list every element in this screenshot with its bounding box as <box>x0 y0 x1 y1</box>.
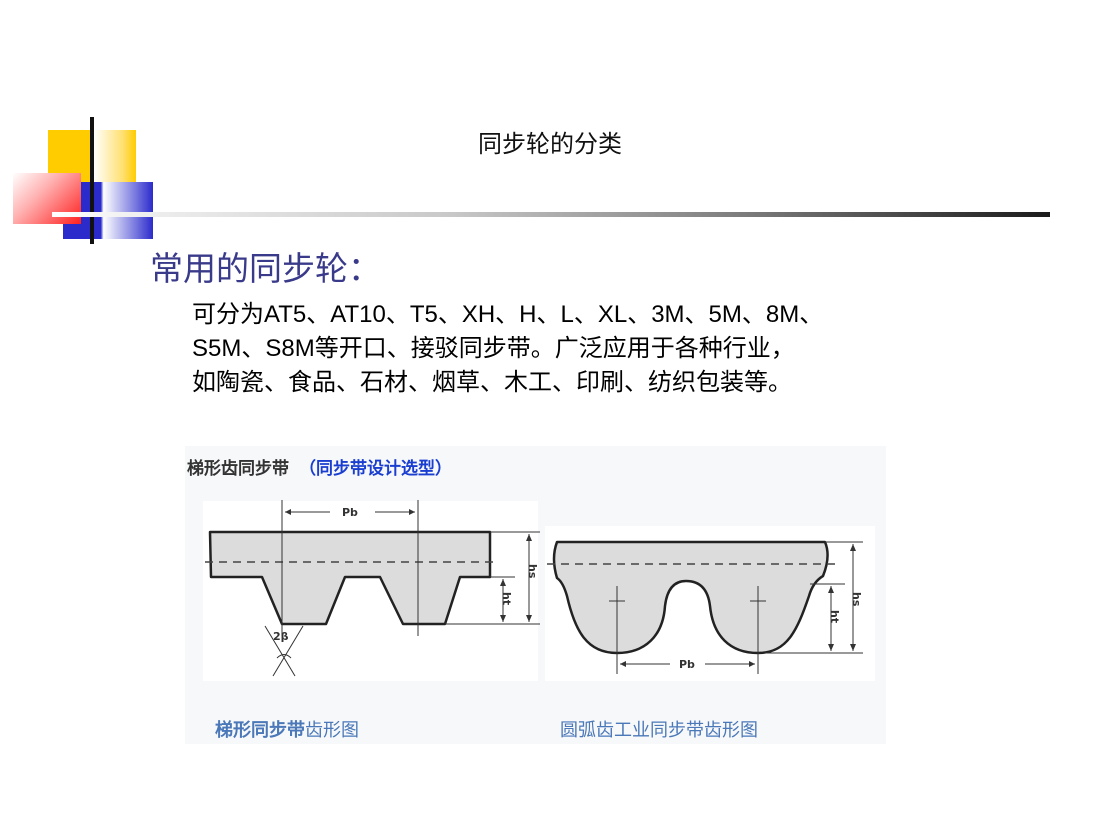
pitch-label: Pb <box>342 506 358 519</box>
belt-tooth-diagrams: Pb hs ht 2β <box>203 500 875 681</box>
angle-label: 2β <box>273 630 289 643</box>
figure-heading-text: 梯形齿同步带 <box>187 459 289 479</box>
belt-tooth-figure: Pb hs ht 2β <box>185 446 886 744</box>
body-line: S5M、S8M等开口、接驳同步带。广泛应用于各种行业， <box>192 335 795 362</box>
ht-label: ht <box>500 592 513 605</box>
slide-title: 同步轮的分类 <box>478 130 622 158</box>
slide-subtitle: 常用的同步轮： <box>150 249 381 288</box>
caption-left-rest: 齿形图 <box>305 720 359 741</box>
title-divider-line <box>52 212 1050 217</box>
figure-heading: 梯形齿同步带 （同步带设计选型） <box>187 454 452 479</box>
decor-vertical-line <box>90 117 94 244</box>
pitch-label: Pb <box>679 658 695 671</box>
body-line: 如陶瓷、食品、石材、烟草、木工、印刷、纺织包装等。 <box>192 369 792 396</box>
ht-label: ht <box>828 610 841 623</box>
arc-tooth-belt-diagram: Pb hs ht <box>547 540 863 674</box>
hs-label: hs <box>850 592 863 607</box>
caption-arc-tooth: 圆弧齿工业同步带齿形图 <box>560 720 758 741</box>
body-line: 可分为AT5、AT10、T5、XH、H、L、XL、3M、5M、8M、 <box>192 301 824 328</box>
caption-trapezoidal: 梯形同步带齿形图 <box>215 716 359 742</box>
body-paragraph: 可分为AT5、AT10、T5、XH、H、L、XL、3M、5M、8M、 S5M、S… <box>192 298 823 400</box>
trapezoidal-belt-diagram: Pb hs ht 2β <box>205 500 540 677</box>
design-selection-link[interactable]: （同步带设计选型） <box>299 459 452 479</box>
hs-label: hs <box>526 564 539 579</box>
caption-left-bold: 梯形同步带 <box>215 720 305 741</box>
